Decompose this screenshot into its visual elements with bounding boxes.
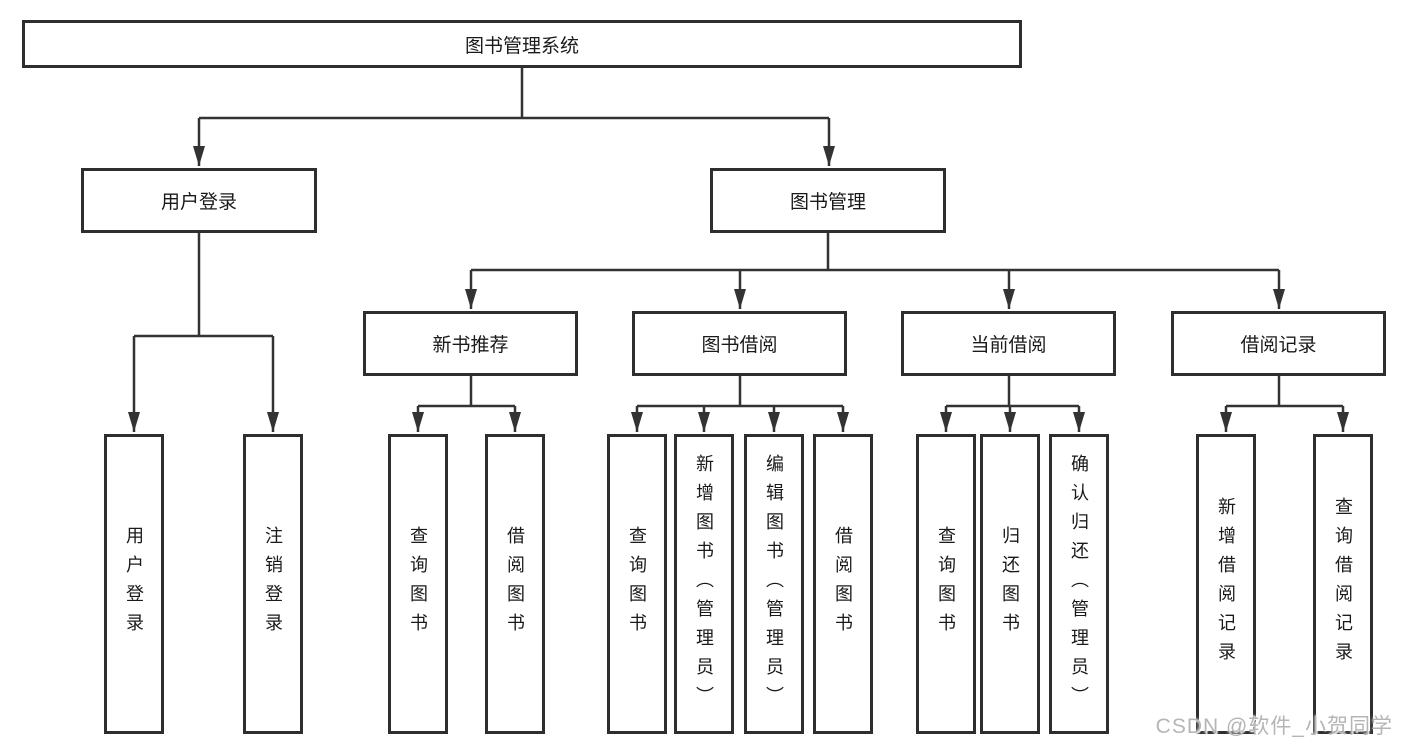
leaf-add-books-admin: 新增图书（管理员） [674, 434, 734, 734]
leaf-edit-books-admin: 编辑图书（管理员） [744, 434, 804, 734]
leaf-query-books-borrowing: 查询图书 [607, 434, 667, 734]
node-borrowing-records: 借阅记录 [1171, 311, 1386, 376]
leaf-query-borrow-record: 查询借阅记录 [1313, 434, 1373, 734]
leaf-query-books-current: 查询图书 [916, 434, 976, 734]
leaf-add-borrow-record: 新增借阅记录 [1196, 434, 1256, 734]
node-book-borrowing: 图书借阅 [632, 311, 847, 376]
leaf-confirm-return-admin: 确认归还（管理员） [1049, 434, 1109, 734]
node-new-book-recommendation: 新书推荐 [363, 311, 578, 376]
leaf-query-books-recommend: 查询图书 [388, 434, 448, 734]
leaf-borrow-books-recommend: 借阅图书 [485, 434, 545, 734]
leaf-return-books: 归还图书 [980, 434, 1040, 734]
node-current-borrowing: 当前借阅 [901, 311, 1116, 376]
leaf-logout-login: 注销登录 [243, 434, 303, 734]
watermark: CSDN @软件_小贺同学 [1155, 715, 1393, 738]
leaf-user-login: 用户登录 [104, 434, 164, 734]
leaf-borrow-books: 借阅图书 [813, 434, 873, 734]
node-root: 图书管理系统 [22, 20, 1022, 68]
node-book-management: 图书管理 [710, 168, 946, 233]
node-user-login: 用户登录 [81, 168, 317, 233]
